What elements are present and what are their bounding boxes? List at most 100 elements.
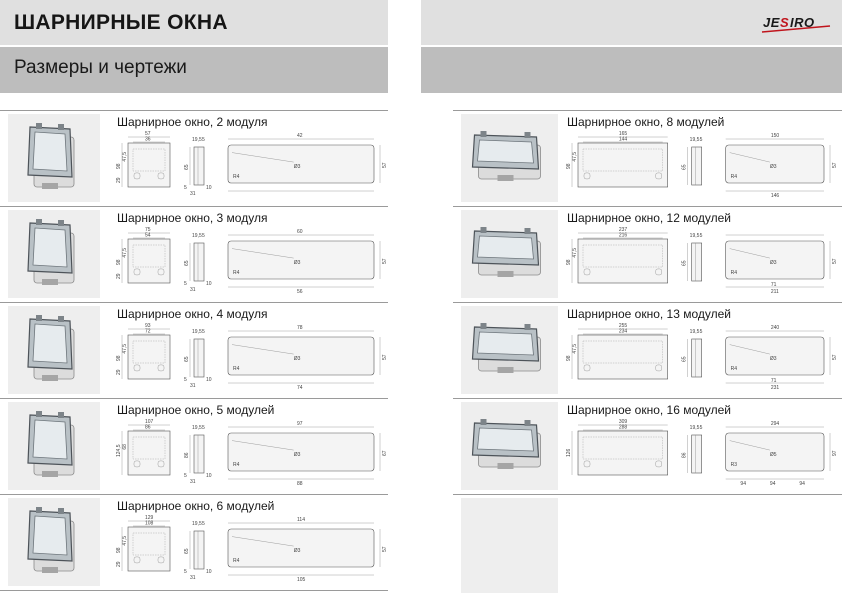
- product-title: Шарнирное окно, 4 модуля: [117, 307, 268, 321]
- dim-side-top: 19,5: [690, 329, 700, 335]
- dim-side-bottom-a: 5: [184, 377, 187, 383]
- dim-front-width: 309: [619, 419, 628, 425]
- dim-hole-diameter: Ø3: [770, 260, 777, 266]
- dim-front-width: 75: [145, 227, 151, 233]
- row-divider: [453, 206, 842, 207]
- dim-rear-height: 67: [382, 450, 388, 456]
- dim-front-inner: 36: [145, 137, 151, 143]
- dim-front-inner: 216: [619, 233, 628, 239]
- dim-side-top: 19,5: [192, 425, 202, 431]
- dim-side-height: 65: [682, 260, 688, 266]
- photo-cell: [461, 402, 558, 490]
- dim-side-bottom-b: 10: [206, 377, 212, 383]
- dim-front-inner: 54: [145, 233, 151, 239]
- dim-side-top: 19,5: [690, 137, 700, 143]
- dim-front-upper: 47,5: [122, 152, 128, 162]
- dim-corner-radius: R3: [731, 462, 738, 468]
- dim-side-top: 19,5: [690, 425, 700, 431]
- product-title: Шарнирное окно, 6 модулей: [117, 499, 275, 513]
- dim-rear-seg: 94: [740, 481, 746, 487]
- dim-rear-width: 97: [297, 421, 303, 427]
- dim-corner-radius: R4: [233, 462, 240, 468]
- dim-hole-diameter: Ø3: [294, 260, 301, 266]
- dim-front-height: 98: [116, 355, 122, 361]
- product-photo: [27, 411, 75, 477]
- dim-rear-height: 97: [832, 450, 838, 456]
- header-band-left: ШАРНИРНЫЕ ОКНА: [0, 0, 388, 46]
- dim-side-bottom: 31: [190, 575, 196, 581]
- dim-side-gap: 5: [202, 233, 205, 239]
- dim-rear-bottom: 231: [771, 385, 780, 391]
- row-divider: [0, 110, 388, 111]
- dim-front-upper: 47,5: [122, 536, 128, 546]
- dim-rear-bottom: 146: [771, 193, 780, 199]
- product-photo: [471, 323, 541, 373]
- dim-side-top: 19,5: [690, 233, 700, 239]
- dim-rear-width: 114: [297, 517, 305, 523]
- dim-side-gap: 5: [700, 425, 703, 431]
- dim-rear-bottom: 105: [297, 577, 306, 583]
- product-photo: [27, 507, 75, 573]
- svg-text:JE: JE: [763, 15, 780, 30]
- dim-front-inner: 108: [145, 521, 154, 527]
- dim-side-height: 65: [184, 548, 190, 554]
- dim-hole-diameter: Ø3: [770, 164, 777, 170]
- dim-hole-diameter: Ø5: [770, 452, 777, 458]
- row-divider: [0, 398, 388, 399]
- dim-side-bottom-a: 5: [184, 569, 187, 575]
- dim-corner-radius: R4: [731, 270, 738, 276]
- dim-side-gap: 5: [700, 137, 703, 143]
- dim-side-gap: 5: [700, 233, 703, 239]
- dim-front-upper: 47,5: [572, 248, 578, 258]
- product-photo: [27, 219, 75, 285]
- product-title: Шарнирное окно, 8 модулей: [567, 115, 725, 129]
- header-subband-right: [421, 47, 842, 93]
- dim-side-bottom-b: 10: [206, 185, 212, 191]
- row-divider: [0, 206, 388, 207]
- dim-front-width: 255: [619, 323, 628, 329]
- dim-rear-width: 240: [771, 325, 780, 331]
- dim-side-bottom-a: 5: [184, 185, 187, 191]
- row-divider: [0, 302, 388, 303]
- row-divider: [0, 590, 388, 591]
- dim-front-upper: 47,5: [122, 248, 128, 258]
- dim-front-inner: 86: [145, 425, 151, 431]
- dim-side-top: 19,5: [192, 137, 202, 143]
- dim-rear-height: 57: [832, 162, 838, 168]
- product-title: Шарнирное окно, 3 модуля: [117, 211, 268, 225]
- photo-cell: [8, 210, 100, 298]
- dim-side-top: 19,5: [192, 233, 202, 239]
- dim-rear-height: 57: [382, 546, 388, 552]
- dim-side-gap: 5: [700, 329, 703, 335]
- dim-foot: 29: [116, 369, 122, 375]
- dim-rear-height: 57: [832, 354, 838, 360]
- brand-logo: JE S IRO: [761, 15, 831, 33]
- row-divider: [453, 110, 842, 111]
- row-divider: [453, 398, 842, 399]
- dim-corner-radius: R4: [731, 174, 738, 180]
- product-title: Шарнирное окно, 16 модулей: [567, 403, 732, 417]
- dim-side-gap: 5: [202, 425, 205, 431]
- dim-rear-mid: 71: [771, 378, 777, 384]
- dim-side-bottom: 31: [190, 383, 196, 389]
- dim-rear-height: 57: [382, 258, 388, 264]
- dim-side-bottom-a: 5: [184, 281, 187, 287]
- dim-front-height: 98: [566, 163, 572, 169]
- dim-hole-diameter: Ø3: [294, 452, 301, 458]
- dim-side-height: 65: [184, 356, 190, 362]
- product-title: Шарнирное окно, 12 модулей: [567, 211, 732, 225]
- dim-rear-width: 294: [771, 421, 780, 427]
- dim-rear-bottom: 56: [297, 289, 303, 295]
- dim-side-height: 86: [184, 452, 190, 458]
- dim-front-width: 237: [619, 227, 628, 233]
- dim-side-height: 65: [184, 260, 190, 266]
- dim-rear-height: 57: [382, 354, 388, 360]
- dim-corner-radius: R4: [233, 270, 240, 276]
